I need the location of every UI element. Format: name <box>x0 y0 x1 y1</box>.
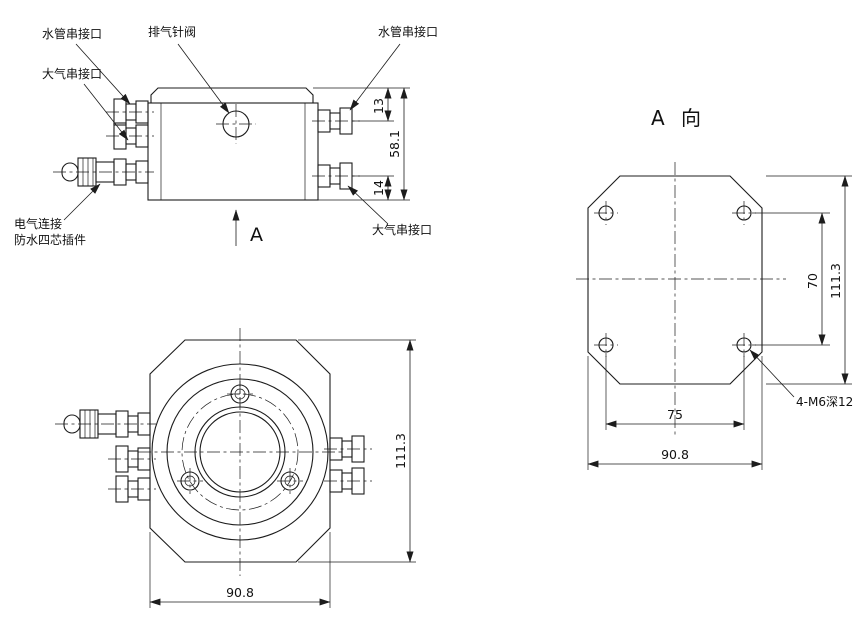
front-fitting-left-2 <box>107 475 157 503</box>
label-exhaust-valve: 排气针阀 <box>148 24 196 39</box>
dim-viewa-overall-width: 90.8 <box>661 447 689 462</box>
cable-gland-front <box>54 409 157 439</box>
front-view: 111.3 90.8 <box>54 328 416 608</box>
view-a-title: A 向 <box>651 106 706 130</box>
label-electrical-line2: 防水四芯插件 <box>14 232 86 247</box>
dim-side-top-offset: 13 <box>371 98 386 114</box>
label-air-port-left: 大气串接口 <box>42 66 102 81</box>
cable-gland-side <box>52 157 155 187</box>
section-arrow-label: A <box>250 224 263 246</box>
bolt-circle <box>181 393 299 511</box>
mounting-plate <box>587 175 763 385</box>
bolt-hole-lower-left <box>177 468 203 494</box>
dim-front-overall-height: 111.3 <box>393 433 408 469</box>
dim-side-bottom-offset: 14 <box>371 180 386 196</box>
view-a: A 向 70 <box>576 106 853 470</box>
mount-hole-bottom-left <box>594 333 618 357</box>
bolt-hole-lower-right <box>277 468 303 494</box>
label-electrical-line1: 电气连接 <box>14 216 62 231</box>
dim-viewa-hole-pitch-horizontal: 75 <box>667 407 683 422</box>
front-fitting-right-2 <box>323 467 373 495</box>
mount-hole-top-left <box>594 201 618 225</box>
side-view-top-cap <box>150 87 314 104</box>
front-fitting-left-1 <box>107 445 157 473</box>
dim-viewa-hole-pitch-vertical: 70 <box>805 273 820 289</box>
label-water-port-top-right: 水管串接口 <box>378 24 438 39</box>
label-thread-callout: 4-M6深12 <box>796 395 853 409</box>
dim-side-overall-height: 58.1 <box>387 130 402 158</box>
side-view: 13 58.1 14 A 水管串接口 排气针阀 水管串接口 大气串接口 电气连接… <box>14 24 438 247</box>
dim-front-overall-width: 90.8 <box>226 585 254 600</box>
label-water-port-top-left: 水管串接口 <box>42 26 102 41</box>
dim-viewa-overall-height: 111.3 <box>828 263 843 299</box>
label-air-port-right: 大气串接口 <box>372 222 432 237</box>
mount-hole-bottom-right <box>732 333 756 357</box>
hose-fitting-left-bottom <box>105 122 155 150</box>
mount-hole-top-right <box>732 201 756 225</box>
front-fitting-right-1 <box>323 435 373 463</box>
side-view-body <box>147 102 319 201</box>
